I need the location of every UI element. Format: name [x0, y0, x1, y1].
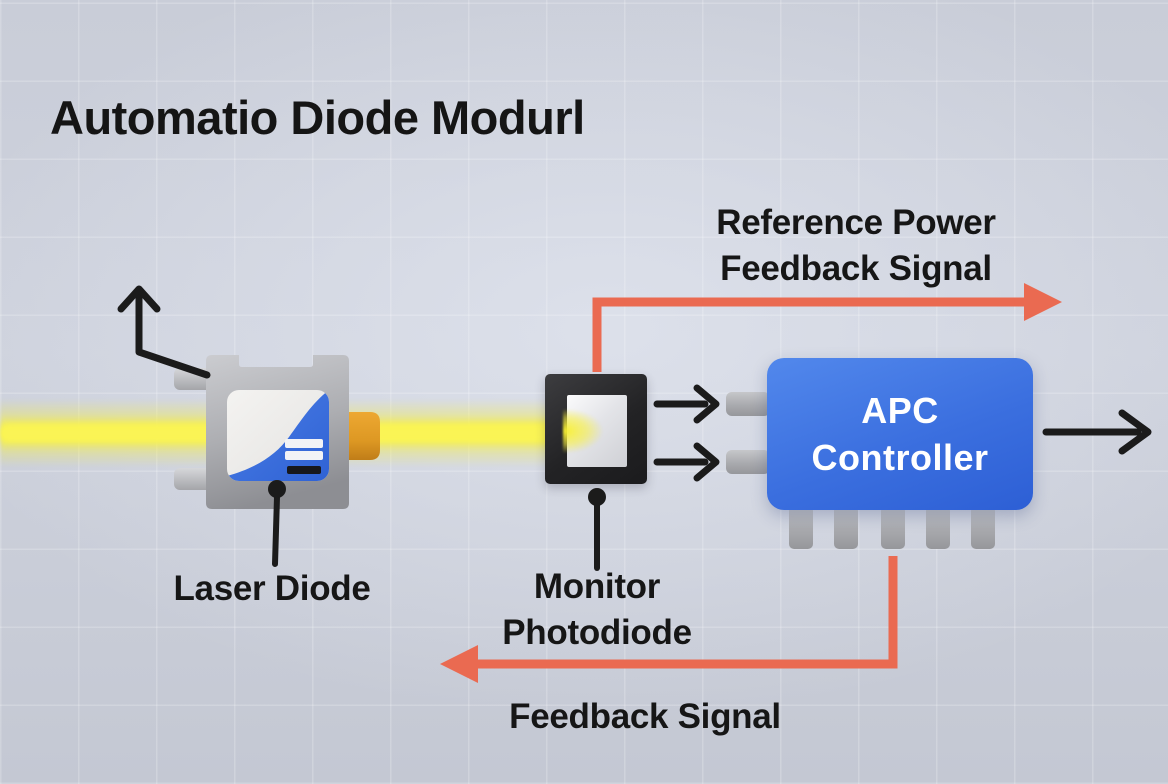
- apc-name-line1: APC: [861, 390, 939, 431]
- photodiode-signal-arrow-2: [653, 442, 720, 482]
- photodiode-signal-arrow-1: [653, 384, 720, 424]
- apc-pin-bottom-3: [881, 506, 905, 549]
- laser-diode-label: Laser Diode: [173, 569, 371, 608]
- page-title: Automatio Diode Modurl: [50, 91, 585, 144]
- fiber-nub-icon: [346, 412, 380, 460]
- apc-pin-left-1: [726, 392, 770, 416]
- photodiode-beam-glow: [563, 399, 629, 463]
- apc-pin-bottom-5: [971, 506, 995, 549]
- package-tab-bottom: [174, 468, 212, 490]
- laser-diode-icon: [174, 355, 380, 509]
- reference-power-label: Reference Power Feedback Signal: [640, 200, 1072, 292]
- output-arrow: [1042, 409, 1152, 455]
- apc-controller-chip: APC Controller: [767, 358, 1033, 510]
- apc-pin-bottom-4: [926, 506, 950, 549]
- apc-pin-left-2: [726, 450, 770, 474]
- reference-power-label-line2: Feedback Signal: [720, 249, 992, 288]
- photodiode-pointer: [588, 488, 606, 571]
- photodiode-label: Monitor Photodiode: [470, 564, 724, 656]
- feedback-signal-label: Feedback Signal: [509, 697, 781, 736]
- apc-name-line2: Controller: [811, 437, 989, 478]
- photodiode-label-line1: Monitor: [533, 567, 661, 606]
- apc-pin-bottom-1: [789, 506, 813, 549]
- apc-pin-bottom-2: [834, 506, 858, 549]
- photodiode-label-line2: Photodiode: [502, 613, 692, 652]
- reference-power-label-line1: Reference Power: [716, 203, 996, 242]
